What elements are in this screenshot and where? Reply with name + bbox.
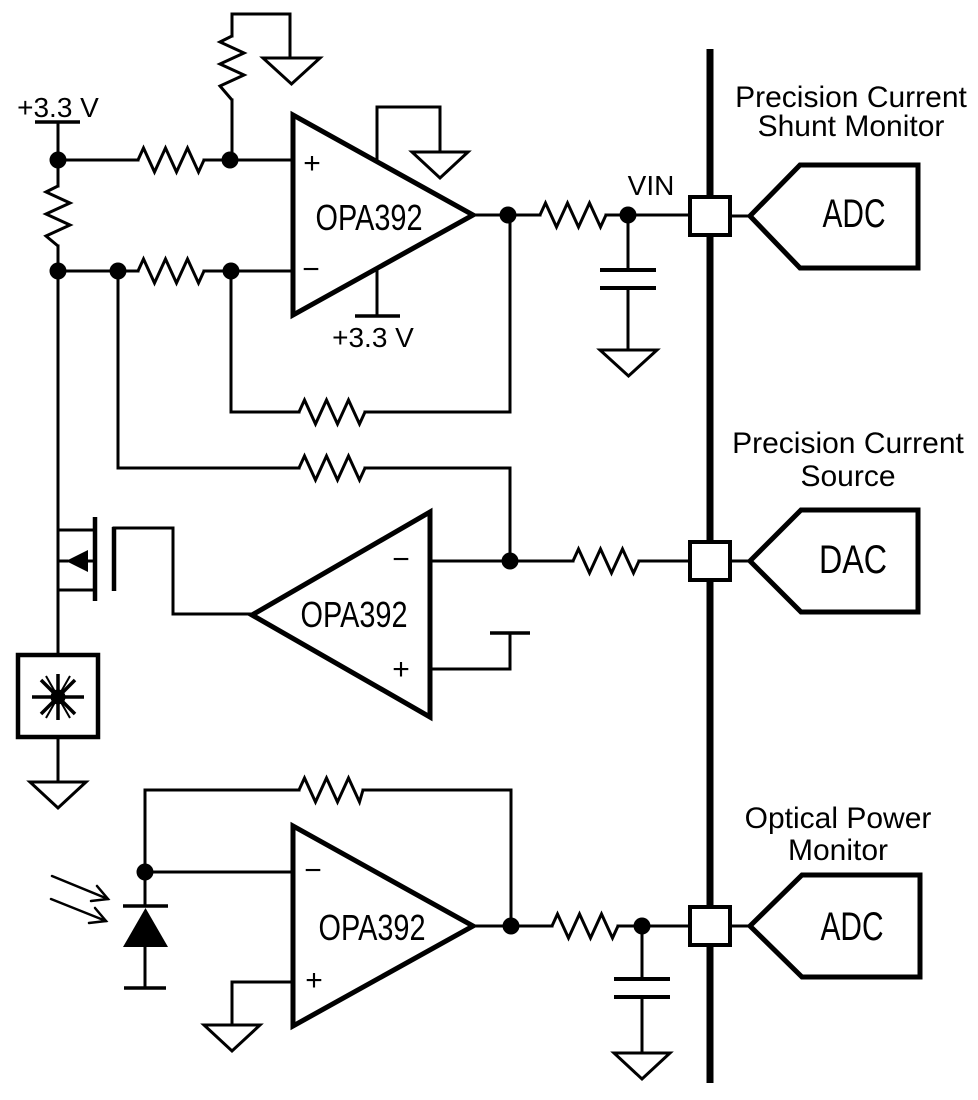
pad-adc1 (688, 195, 732, 237)
resistor-feedback3 (297, 774, 365, 807)
node-dot (499, 206, 517, 224)
opamp3-plus-label: + (305, 964, 323, 997)
opamp1-triangle (290, 110, 479, 320)
adc1-label: ADC (823, 192, 886, 236)
pad-adc2 (688, 905, 732, 947)
resistor-out3 (550, 910, 620, 942)
opamp1-minus-label: − (302, 253, 320, 286)
mosfet-arrow (66, 550, 88, 572)
wire-feedback3-left (143, 788, 301, 874)
section2-title-line1: Precision Current (732, 427, 964, 460)
dac-block (746, 507, 921, 615)
node-dot (222, 262, 240, 280)
bus-pads (688, 195, 732, 947)
resistor-input-plus (136, 144, 206, 176)
node-dot (619, 206, 637, 224)
opamps (246, 110, 479, 1031)
opamp2-label: OPA392 (301, 594, 408, 635)
adc2-block (746, 872, 923, 980)
mosfet (66, 517, 117, 601)
opamp1-label: OPA392 (316, 197, 423, 238)
opamp3-minus-label: − (304, 854, 322, 887)
wire-feedback3-right (361, 788, 513, 928)
node-dot (502, 917, 520, 935)
section1-title-line1: Precision Current (735, 81, 967, 114)
opamp2-plus-label: + (392, 653, 410, 686)
node-dot (49, 262, 67, 280)
section2-title-line2: Source (800, 460, 895, 493)
resistors (42, 34, 641, 942)
resistor-input-minus (136, 255, 206, 287)
ground-icon-op1-top (408, 150, 472, 181)
opamp2-minus-label: − (392, 543, 410, 576)
resistor-divider-vertical (42, 184, 74, 248)
resistor-feedback2 (297, 452, 367, 484)
laser-star-icon (32, 674, 84, 720)
node-dot (221, 151, 239, 169)
opamp2-triangle (246, 507, 433, 722)
wire-feedback1-left (229, 269, 301, 414)
section1-title-line2: Shunt Monitor (758, 110, 945, 143)
ground-icon-op3-plus (200, 1023, 264, 1054)
wire-feedback2-right (363, 466, 512, 563)
wire-op3-plus (230, 980, 295, 1027)
node-dot (49, 151, 67, 169)
light-arrows-icon (49, 874, 111, 925)
supply-rail-label: +3.3 V (17, 92, 99, 123)
photodiode-triangle (123, 908, 168, 947)
laser-diode (15, 652, 101, 740)
vin-label: VIN (628, 170, 675, 201)
adc1-block (746, 162, 921, 271)
opamp1-plus-label: + (303, 147, 321, 180)
supply-bars (35, 120, 530, 990)
labels: +3.3 V +3.3 V VIN OPA392 OPA392 OPA392 +… (17, 81, 967, 997)
ground-symbols (26, 56, 674, 1082)
section3-title-line1: Optical Power (745, 802, 932, 835)
wire-op2-plus (428, 631, 512, 671)
junction-dots (49, 151, 651, 935)
adc2-label: ADC (821, 905, 884, 949)
node-dot (136, 863, 154, 881)
ground-icon-cap1 (596, 348, 661, 379)
ground-icon-pullup (259, 56, 324, 87)
node-dot (501, 552, 519, 570)
photodiode (49, 874, 168, 947)
wire-feedback2-left (116, 269, 301, 470)
wire-gate (112, 526, 254, 616)
section3-title-line2: Monitor (788, 834, 888, 867)
dac-label: DAC (819, 538, 887, 582)
resistor-dac-row (571, 545, 641, 577)
converter-blocks (746, 162, 923, 980)
wire-feedback1-right (363, 213, 512, 414)
ground-icon-cap2 (610, 1051, 674, 1082)
ground-icon-laser (26, 780, 90, 811)
resistor-pullup-vertical (216, 34, 248, 101)
capacitors (600, 268, 670, 999)
wire-pullup-top (230, 12, 292, 60)
pad-dac (688, 540, 732, 582)
opamp3-triangle (290, 821, 479, 1031)
node-dot (633, 917, 651, 935)
resistor-feedback1 (297, 396, 367, 428)
laser-box (15, 652, 101, 740)
opamp1-supply-label: +3.3 V (332, 322, 414, 353)
wire-op1-top-ground (375, 105, 442, 164)
node-dot (109, 262, 127, 280)
opamp3-label: OPA392 (319, 907, 426, 948)
resistor-out1 (538, 199, 608, 231)
